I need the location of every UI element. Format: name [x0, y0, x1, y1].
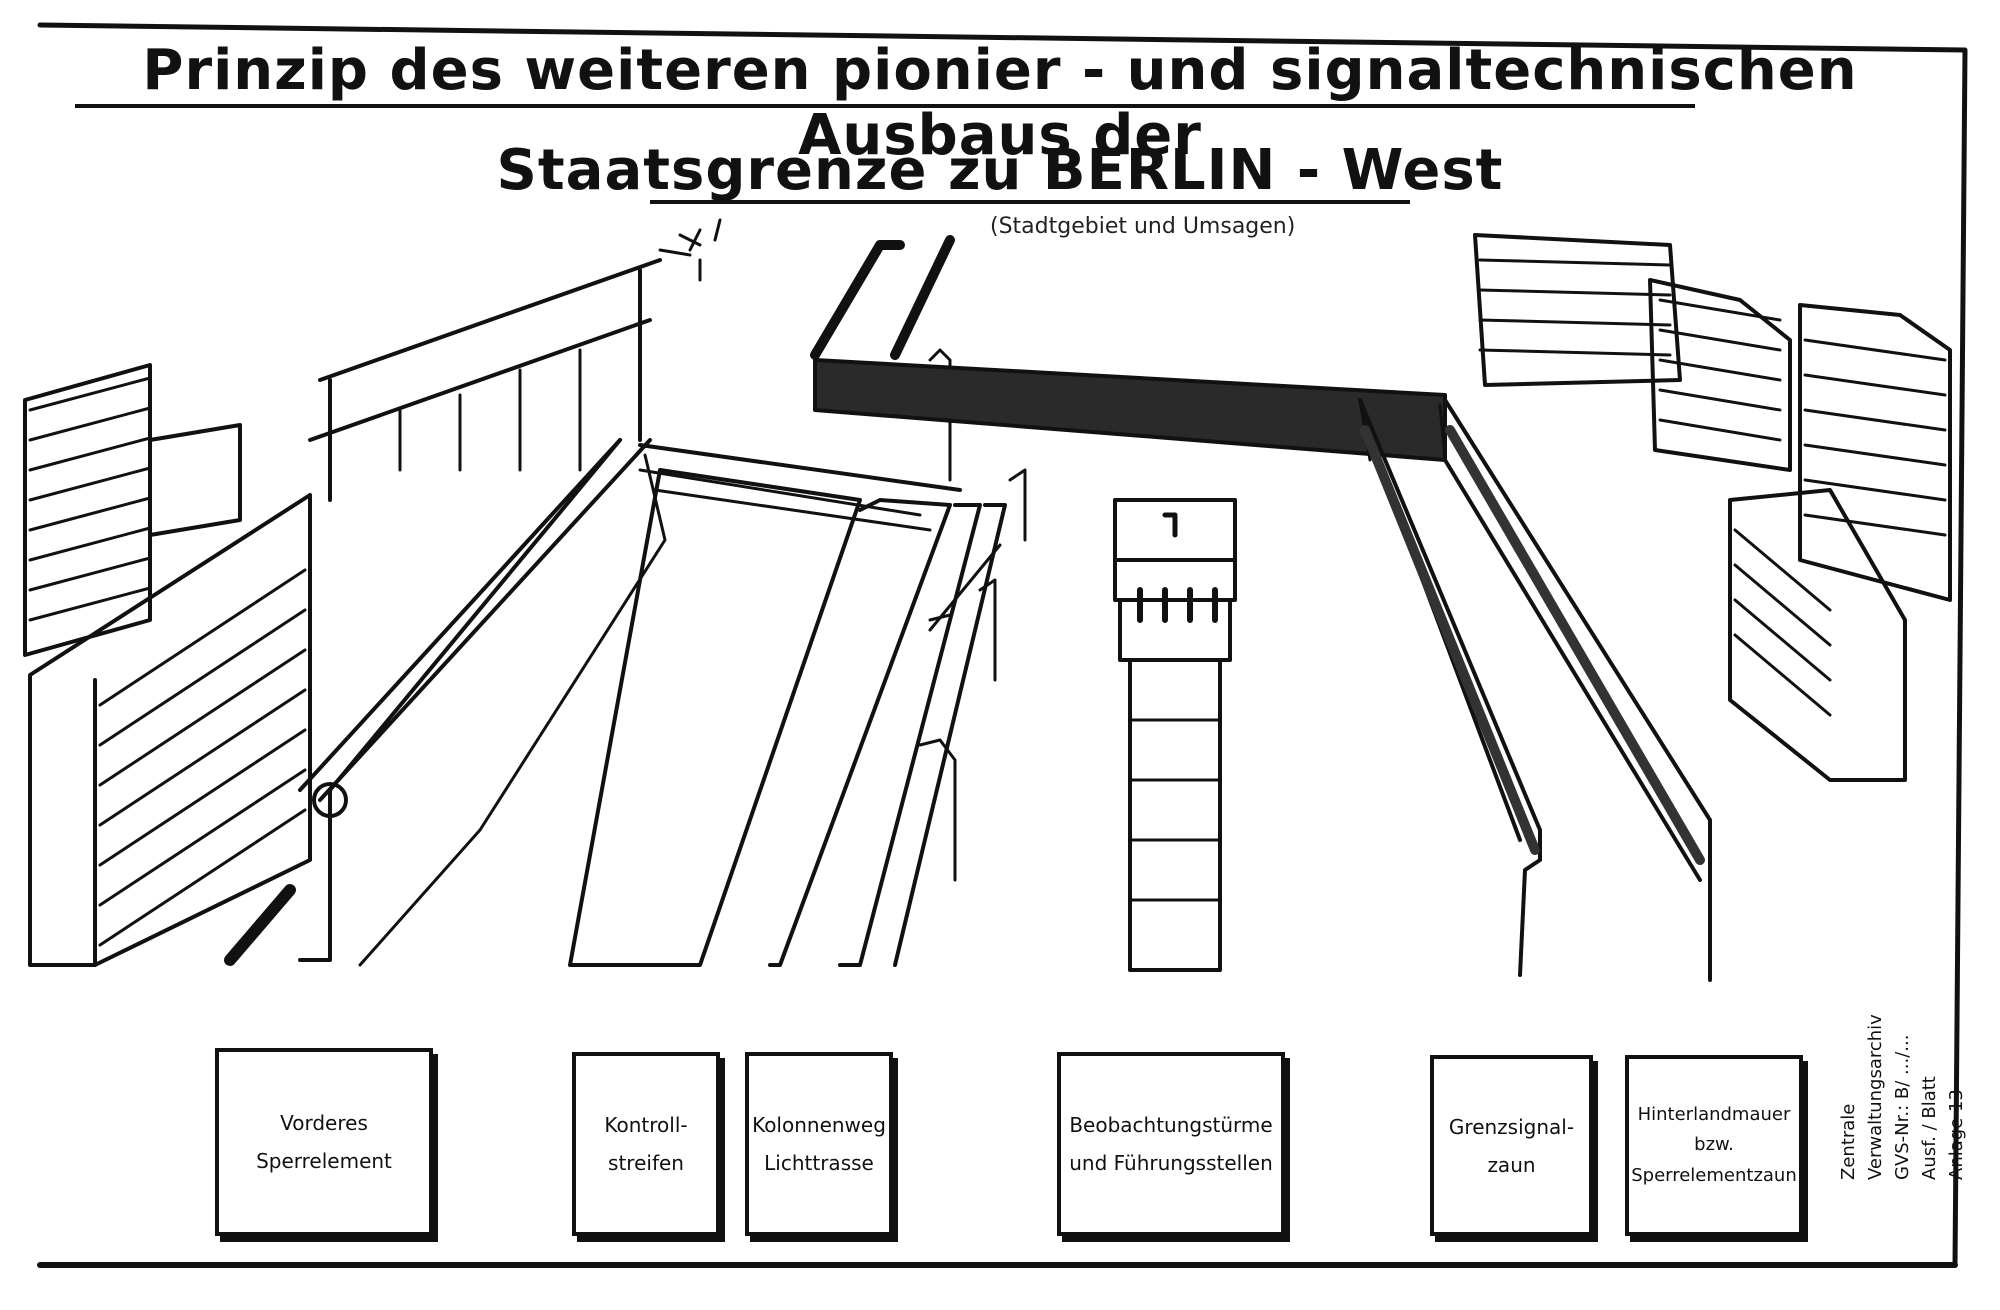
legend-label-line1: Vorderes: [280, 1111, 368, 1135]
legend-control-strip: Kontroll- streifen: [572, 1052, 720, 1236]
right-buildings: [1473, 233, 1952, 782]
legend-label-line2: Sperrelement: [256, 1149, 392, 1173]
legend-label-line2: streifen: [608, 1151, 684, 1175]
legend-label-line1: Kolonnenweg: [752, 1113, 886, 1137]
diagram-title: Prinzip des weiteren pionier - und signa…: [142, 38, 1858, 168]
control-strip-and-path: [568, 348, 1027, 967]
diagram-title-line2: Staatsgrenze zu BERLIN - West: [496, 138, 1504, 203]
legend-label-line2: bzw.: [1694, 1134, 1734, 1156]
legend-label-line1: Hinterlandmauer: [1637, 1103, 1791, 1125]
hinterland-wall: [810, 235, 1447, 462]
legend-signal-fence: Grenzsignal- zaun: [1430, 1055, 1593, 1236]
legend-watchtowers: Beobachtungstürme und Führungsstellen: [1057, 1052, 1285, 1236]
legend-front-barrier: Vorderes Sperrelement: [215, 1048, 433, 1236]
archive-note-line1: Zentrale Verwaltungsarchiv: [1837, 1014, 1886, 1180]
legend-label-line2: zaun: [1487, 1152, 1536, 1177]
legend-label-line2: und Führungsstellen: [1069, 1151, 1273, 1175]
legend-label-line3: Sperrelementzaun: [1631, 1164, 1797, 1186]
left-buildings: [23, 363, 312, 967]
legend-label-line1: Beobachtungstürme: [1069, 1113, 1273, 1137]
legend-patrol-path: Kolonnenweg Lichttrasse: [745, 1052, 893, 1236]
front-barrier: [224, 218, 962, 967]
legend-label-line1: Grenzsignal-: [1448, 1114, 1575, 1139]
title-underline-2: [650, 200, 1410, 204]
archive-note: Zentrale Verwaltungsarchiv GVS-Nr.: B/ .…: [1752, 1000, 2000, 1180]
signal-fence: [1358, 398, 1712, 982]
title-underline: [75, 104, 1695, 108]
legend-label-line1: Kontroll-: [604, 1113, 688, 1137]
legend-label-line2: Lichttrasse: [764, 1151, 874, 1175]
legend-hinterland-wall: Hinterlandmauer bzw. Sperrelementzaun: [1625, 1055, 1803, 1236]
archive-note-line4: Anlage 13: [1945, 1089, 1967, 1180]
archive-note-line3: Ausf. / Blatt: [1918, 1076, 1940, 1180]
diagram-subtitle: (Stadtgebiet und Umsagen): [990, 214, 1296, 239]
archive-note-line2: GVS-Nr.: B/ .../...: [1891, 1034, 1913, 1180]
watchtower: [1113, 498, 1237, 972]
